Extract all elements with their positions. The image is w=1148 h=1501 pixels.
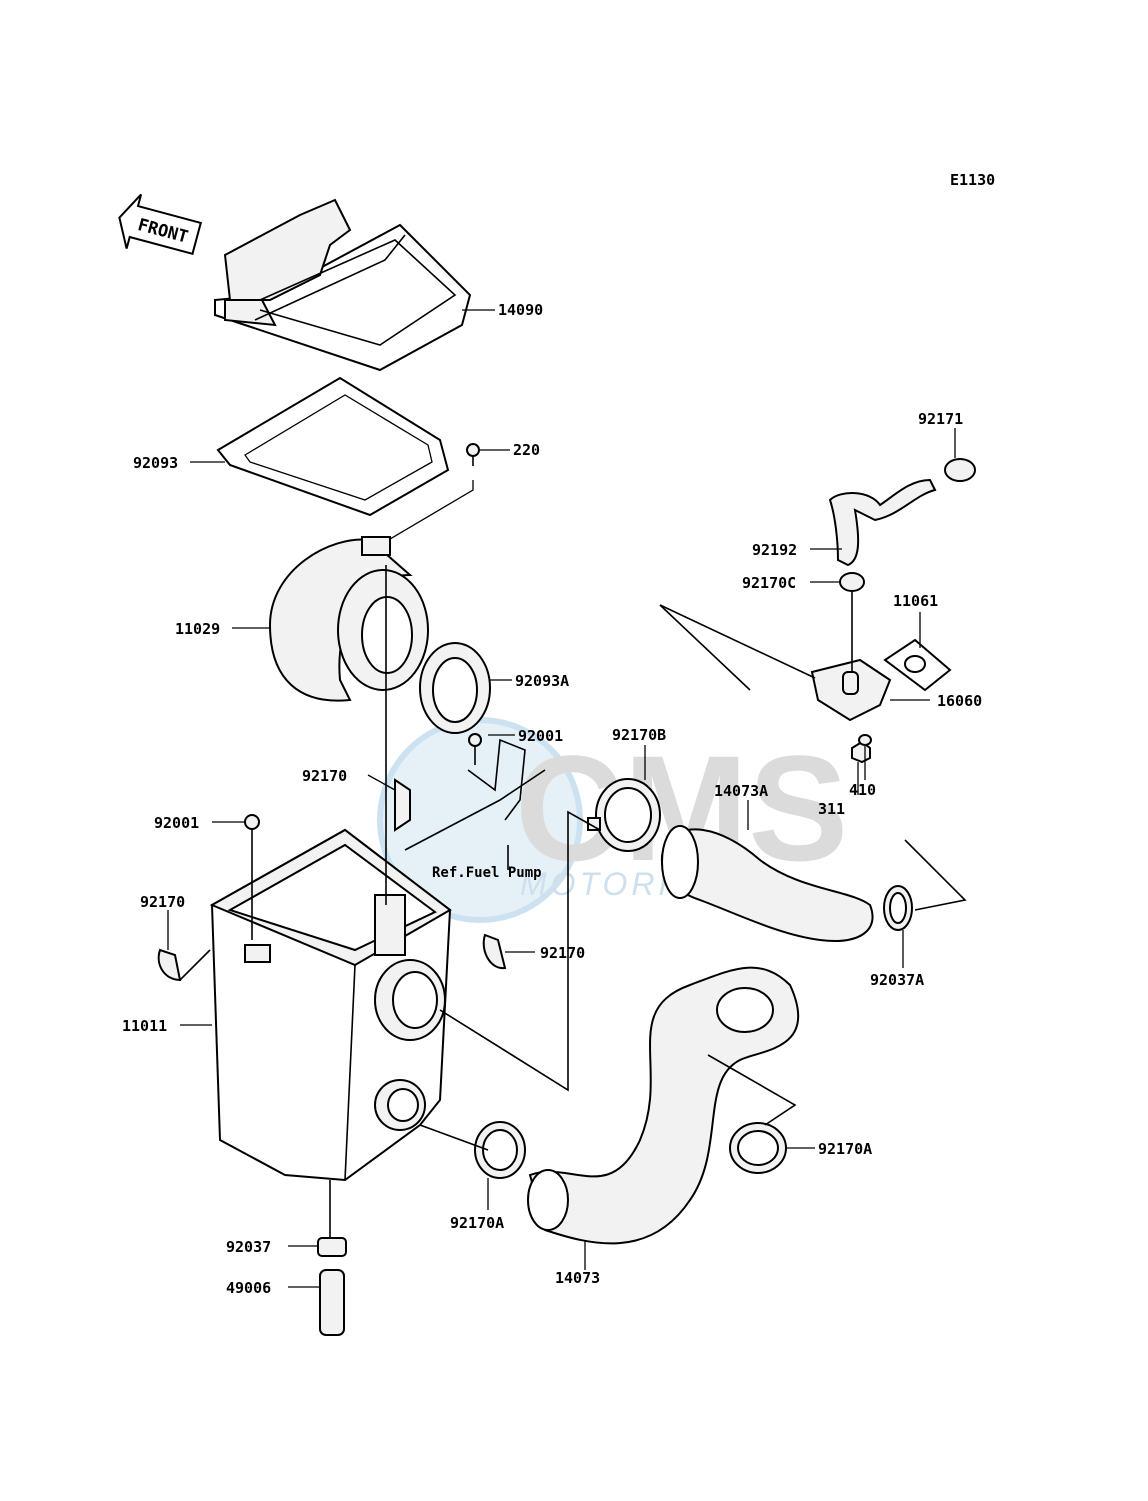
label-14073A: 14073A <box>714 782 768 800</box>
screw-220-icon <box>466 443 480 466</box>
leader-lines <box>167 309 967 1288</box>
label-92170A-lower: 92170A <box>450 1214 504 1232</box>
clip-92170C <box>839 572 865 592</box>
diagram-code: E1130 <box>950 171 995 189</box>
clip-92170-right <box>482 933 507 970</box>
label-311: 311 <box>818 800 845 818</box>
label-14073: 14073 <box>555 1269 600 1287</box>
gasket-11061 <box>883 638 952 692</box>
watermark: CMS MOTORPARTS <box>377 717 848 923</box>
label-92093: 92093 <box>133 454 178 472</box>
label-92037A: 92037A <box>870 971 924 989</box>
bracket-fuel-pump <box>467 733 526 821</box>
bolt-92001-icon <box>244 814 260 840</box>
label-92170B: 92170B <box>612 726 666 744</box>
label-11029: 11029 <box>175 620 220 638</box>
label-92170-right: 92170 <box>540 944 585 962</box>
label-220: 220 <box>513 441 540 459</box>
label-92170A-right: 92170A <box>818 1140 872 1158</box>
washer-410-icon <box>858 734 872 746</box>
label-92192: 92192 <box>752 541 797 559</box>
clamp-92170B <box>587 778 661 852</box>
label-92037: 92037 <box>226 1238 271 1256</box>
label-14090: 14090 <box>498 301 543 319</box>
label-92171: 92171 <box>918 410 963 428</box>
watermark-globe <box>380 720 580 920</box>
label-410: 410 <box>849 781 876 799</box>
leader-220-bracket <box>379 480 474 546</box>
clamp-92170A-lower <box>474 1121 526 1179</box>
breather-body-16060 <box>810 658 892 722</box>
clip-92170-upper <box>394 778 411 832</box>
clip-92170-left <box>157 948 182 982</box>
intake-duct-14073 <box>527 966 799 1245</box>
label-11011: 11011 <box>122 1017 167 1035</box>
front-arrow-icon: FRONT <box>118 193 203 256</box>
label-92170C: 92170C <box>742 574 796 592</box>
clamp-92170A-right <box>729 1122 787 1174</box>
clamp-92037 <box>317 1237 347 1257</box>
label-92093A: 92093A <box>515 672 569 690</box>
clip-92171 <box>944 458 976 482</box>
label-92170-left: 92170 <box>140 893 185 911</box>
air-cleaner-case <box>209 828 452 1182</box>
label-92170-upper: 92170 <box>302 767 347 785</box>
breather-hose-92192 <box>828 478 937 567</box>
label-11061: 11061 <box>893 592 938 610</box>
air-filter-element <box>268 536 429 702</box>
label-92001-upper: 92001 <box>518 727 563 745</box>
band-92093A <box>419 642 491 734</box>
reference-note-fuel-pump: Ref.Fuel Pump <box>432 865 542 881</box>
clamp-92037A <box>883 885 913 931</box>
label-92001-lower: 92001 <box>154 814 199 832</box>
air-cleaner-cover <box>214 198 472 372</box>
label-49006: 49006 <box>226 1279 271 1297</box>
gasket-92093 <box>216 376 450 517</box>
intake-duct-14073A <box>660 825 874 942</box>
drain-tube-49006 <box>319 1269 345 1336</box>
label-16060: 16060 <box>937 692 982 710</box>
